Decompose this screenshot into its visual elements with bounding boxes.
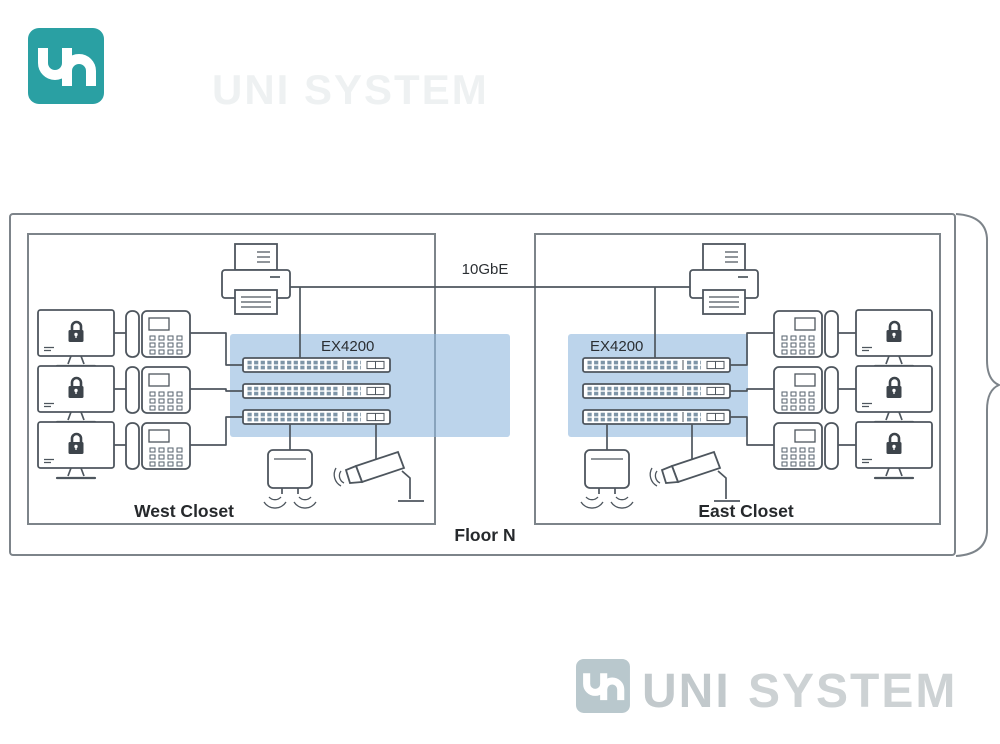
printer-icon: [221, 243, 291, 315]
secure-desktop-icon: [36, 420, 116, 480]
west-closet-label: West Closet: [134, 501, 234, 521]
desk-phone-icon: [125, 366, 191, 414]
wireless-ap-icon: [263, 449, 317, 509]
secure-desktop-icon: [854, 420, 934, 480]
east-switch-phone-line-1: [730, 332, 774, 366]
floor-label: Floor N: [454, 525, 515, 545]
east-phone-monitor-lines: [838, 332, 856, 446]
secure-desktop-icon: [36, 364, 116, 424]
floor-boundary: [9, 213, 956, 556]
west-switch-model-label: EX4200: [321, 338, 374, 355]
secure-desktop-icon: [854, 308, 934, 368]
uplink-speed-label: 10GbE: [462, 261, 509, 278]
east-closet-box: [534, 233, 941, 525]
cctv-camera-icon: [333, 451, 425, 502]
secure-desktop-icon: [854, 364, 934, 424]
desk-phone-icon: [125, 310, 191, 358]
brand-logo: [28, 28, 104, 104]
desk-phone-icon: [773, 422, 839, 470]
west-switch-stack: [241, 356, 392, 426]
printer-icon: [689, 243, 759, 315]
connection-lines: [114, 286, 856, 459]
watermark-uni-text: UNI: [642, 665, 731, 718]
east-switch-stack: [581, 356, 732, 426]
watermark-system-text: SYSTEM: [748, 665, 957, 718]
secure-desktop-icon: [36, 308, 116, 368]
west-ap-camera-drops: [289, 424, 377, 459]
watermark-bottom: UNI SYSTEM: [576, 659, 957, 718]
desk-phone-icon: [773, 310, 839, 358]
cctv-camera-icon: [649, 451, 741, 502]
brace-bracket: [955, 213, 1000, 557]
east-switch-phone-line-2: [730, 388, 774, 392]
east-switch-phone-line-3: [730, 416, 774, 446]
west-phone-switch-line-3: [190, 416, 243, 446]
west-phone-switch-line-1: [190, 332, 243, 366]
watermark-logo: [576, 659, 630, 713]
watermark-top-text: UNI SYSTEM: [212, 66, 489, 113]
wireless-ap-icon: [580, 449, 634, 509]
west-monitor-phone-lines: [114, 332, 126, 446]
east-switch-model-label: EX4200: [590, 338, 643, 355]
desk-phone-icon: [773, 366, 839, 414]
west-phone-switch-line-2: [190, 388, 243, 392]
desk-phone-icon: [125, 422, 191, 470]
east-ap-camera-drops: [606, 424, 693, 459]
east-closet-label: East Closet: [698, 501, 793, 521]
